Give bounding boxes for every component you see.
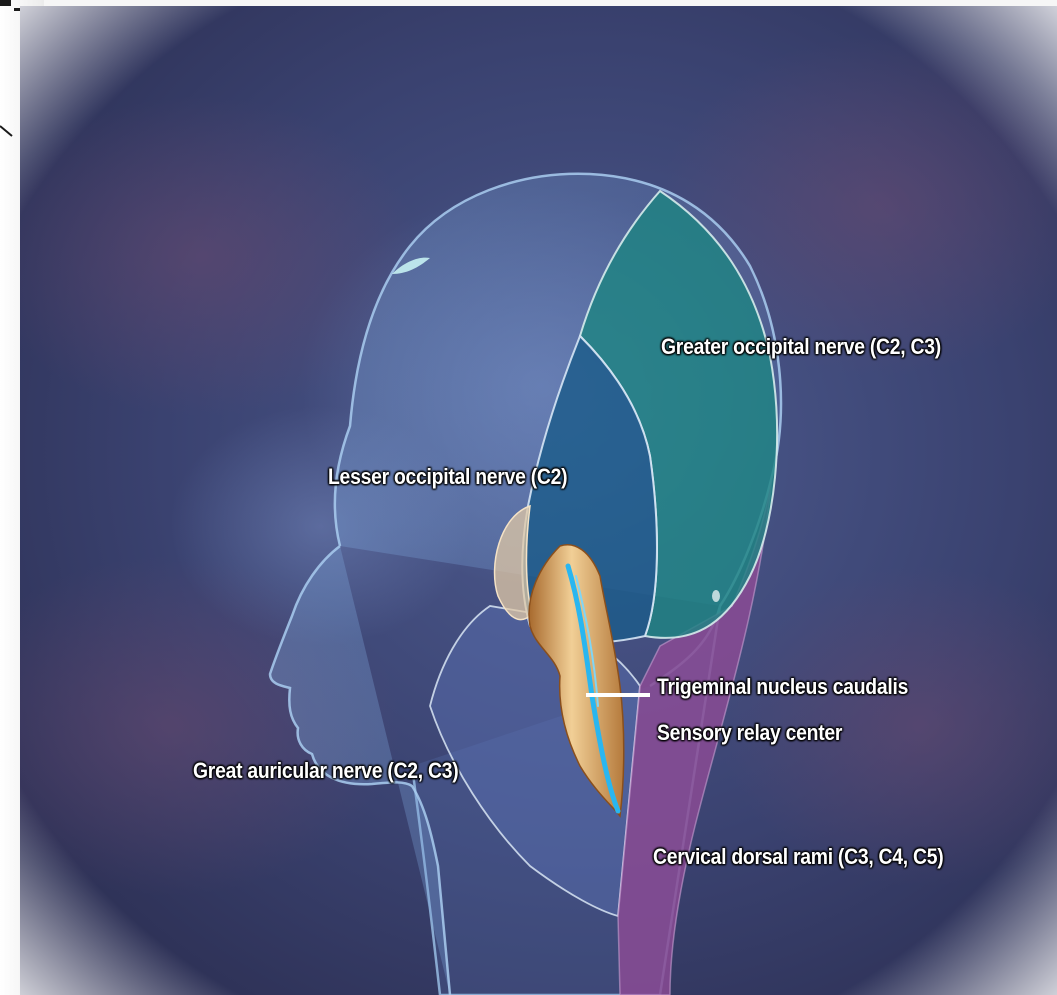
anatomy-illustration: Greater occipital nerve (C2, C3) Lesser … [20, 6, 1057, 995]
side-tick-mark [0, 124, 14, 140]
greater-occipital-nerve-label: Greater occipital nerve (C2, C3) [661, 334, 941, 360]
cervical-dorsal-rami-label: Cervical dorsal rami (C3, C4, C5) [653, 844, 943, 870]
great-auricular-nerve-label: Great auricular nerve (C2, C3) [193, 758, 458, 784]
lesser-occipital-nerve-label: Lesser occipital nerve (C2) [328, 464, 567, 490]
sensory-relay-center-label: Sensory relay center [657, 720, 842, 746]
trigeminal-nucleus-label: Trigeminal nucleus caudalis [657, 674, 908, 700]
